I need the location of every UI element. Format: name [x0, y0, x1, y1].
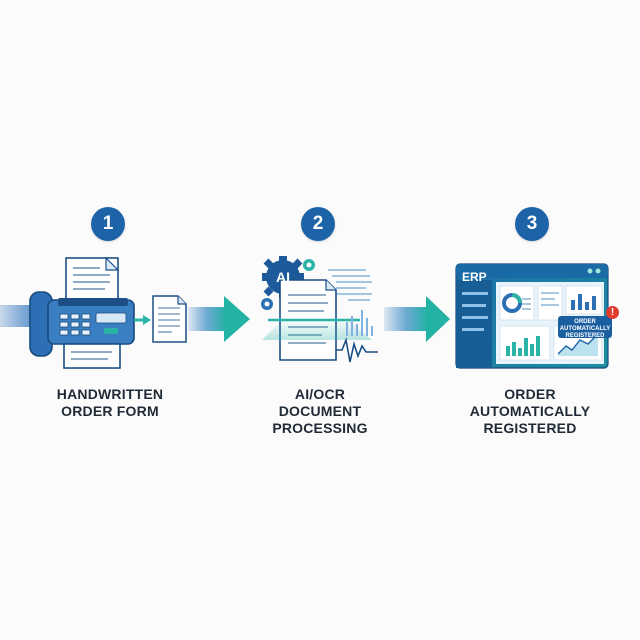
- alert-icon: !: [606, 306, 619, 319]
- popup-line: ORDER: [574, 319, 596, 325]
- fax-machine-icon: [29, 256, 135, 369]
- step-label-line: ORDER FORM: [61, 403, 159, 419]
- bar-marks: [346, 310, 373, 336]
- waveform-icon: [336, 337, 378, 363]
- order-registered-popup: ORDER AUTOMATICALLY REGISTERED: [558, 316, 612, 339]
- data-lines: [328, 269, 372, 301]
- scan-beam: [262, 318, 372, 340]
- popup-line: REGISTERED: [565, 333, 605, 339]
- step-label-line: AI/OCR: [294, 386, 346, 402]
- step-label-order-registered: ORDER AUTOMATICALLY REGISTERED: [440, 386, 620, 437]
- step-number-badge: 1: [91, 207, 125, 241]
- erp-title: ERP: [462, 270, 487, 284]
- step-number-badge: 3: [515, 207, 549, 241]
- step-label-line: PROCESSING: [272, 420, 368, 436]
- arrow-right-icon: [188, 296, 250, 342]
- gear-icon: [261, 259, 315, 310]
- step-label-line: HANDWRITTEN: [56, 386, 164, 402]
- ai-gear-label: AI: [276, 269, 290, 285]
- step-label-line: ORDER: [504, 386, 556, 402]
- step-label-line: REGISTERED: [483, 420, 577, 436]
- step-label-ai-ocr-processing: AI/OCR DOCUMENT PROCESSING: [240, 386, 400, 437]
- popup-line: AUTOMATICALLY: [559, 326, 611, 332]
- step-label-line: AUTOMATICALLY: [469, 403, 591, 419]
- step-label-line: DOCUMENT: [278, 403, 362, 419]
- arrow-right-icon: [134, 315, 151, 325]
- step-number-badge: 2: [301, 207, 335, 241]
- erp-dashboard-icon: [455, 263, 609, 369]
- document-icon: [152, 295, 187, 343]
- step-label-handwritten-order-form: HANDWRITTEN ORDER FORM: [30, 386, 190, 420]
- arrow-right-icon: [384, 296, 450, 342]
